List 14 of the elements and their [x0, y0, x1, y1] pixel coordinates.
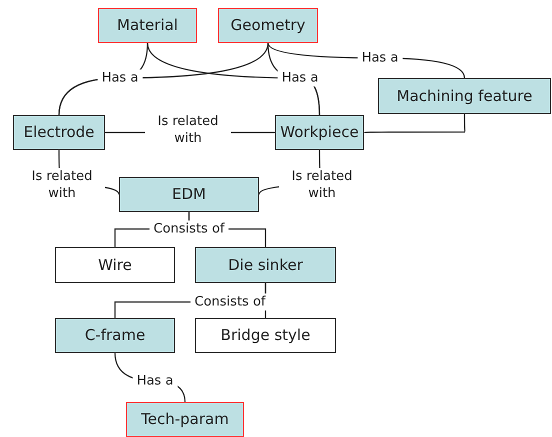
concept-box: Die sinker [195, 247, 336, 283]
concept-box: C-frame [55, 318, 175, 353]
concept-box: Machining feature [378, 78, 551, 114]
concept-box: Workpiece [275, 115, 364, 150]
connector-line [364, 114, 466, 134]
concept-box: Geometry [218, 8, 318, 43]
concept-box: Wire [55, 247, 175, 283]
edge-label: Consists of [190, 294, 270, 310]
concept-box: EDM [119, 177, 259, 212]
concept-box: Bridge style [195, 318, 336, 353]
edge-label: Has a [132, 372, 178, 390]
concept-box: Tech-param [126, 402, 244, 437]
concept-box: Electrode [13, 115, 105, 150]
concept-box: Material [98, 8, 197, 43]
